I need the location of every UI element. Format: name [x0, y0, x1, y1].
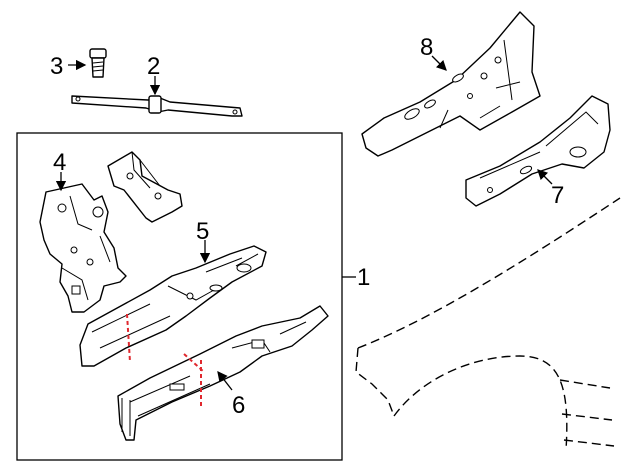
callout-7: 7 — [551, 182, 564, 209]
callout-8-leader — [431, 55, 447, 71]
callout-2: 2 — [147, 53, 160, 80]
callout-5: 5 — [196, 218, 209, 245]
callout-6: 6 — [232, 392, 245, 419]
callout-4: 4 — [53, 149, 66, 176]
bracket-part-4 — [39, 183, 127, 313]
callout-6-leader — [217, 370, 233, 391]
fender-outline — [355, 197, 621, 451]
callout-8: 8 — [420, 34, 433, 61]
strut-bar-part-2 — [71, 95, 243, 117]
callout-3: 3 — [50, 53, 63, 80]
assembly-box — [16, 132, 343, 461]
bolt-part-3 — [89, 48, 107, 78]
callout-1: 1 — [357, 264, 370, 291]
cut-line-upper-rail — [126, 313, 131, 363]
upper-bracket — [107, 151, 183, 223]
rail-part-5 — [79, 245, 267, 367]
callout-7-leader — [537, 169, 553, 185]
apron-panel-part-8 — [361, 11, 541, 157]
reinforcement-part-7 — [465, 95, 611, 207]
